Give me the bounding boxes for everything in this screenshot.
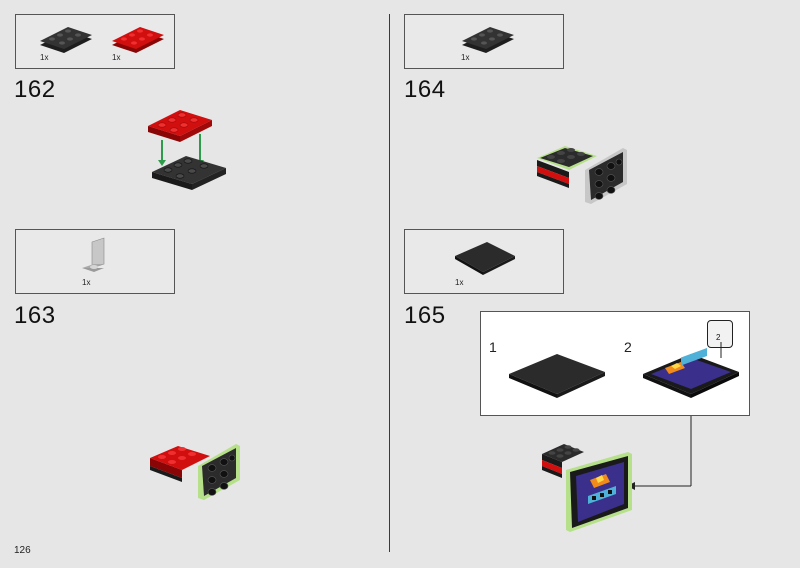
page-number: 126 (14, 545, 31, 556)
step-164-assembly (537, 146, 627, 204)
qty-label: 1x (112, 53, 121, 62)
sticker-sheet-label: 2 (716, 333, 721, 342)
light-gray-bracket-icon (82, 237, 105, 272)
step-number: 162 (14, 76, 56, 103)
parts-list-162: 1x 1x (15, 14, 175, 69)
substep-number: 1 (489, 339, 497, 355)
qty-label: 1x (40, 53, 49, 62)
black-tile-4x4-icon (455, 242, 515, 275)
black-plate-2x4-icon (40, 27, 92, 53)
qty-label: 1x (455, 278, 464, 287)
step-163-assembly (150, 444, 240, 500)
qty-label: 1x (461, 53, 470, 62)
page-divider (389, 14, 390, 552)
black-plate-2x4-icon (462, 27, 514, 53)
sticker-sheet-badge: 2 (707, 320, 733, 348)
red-plate-2x4-icon (112, 27, 164, 53)
sticker-tile-icon (643, 342, 739, 398)
parts-list-165: 1x (404, 229, 564, 294)
step-number: 164 (404, 76, 446, 103)
qty-label: 1x (82, 278, 91, 287)
sub-assembly-callout: 1 2 2 (480, 311, 750, 416)
step-165-assembly (542, 444, 632, 532)
substep-number: 2 (624, 339, 632, 355)
step-162-assembly (148, 110, 226, 190)
parts-list-163: 1x (15, 229, 175, 294)
step-number: 165 (404, 302, 446, 329)
black-tile-4x4-icon (509, 354, 605, 398)
parts-list-164: 1x (404, 14, 564, 69)
step-number: 163 (14, 302, 56, 329)
